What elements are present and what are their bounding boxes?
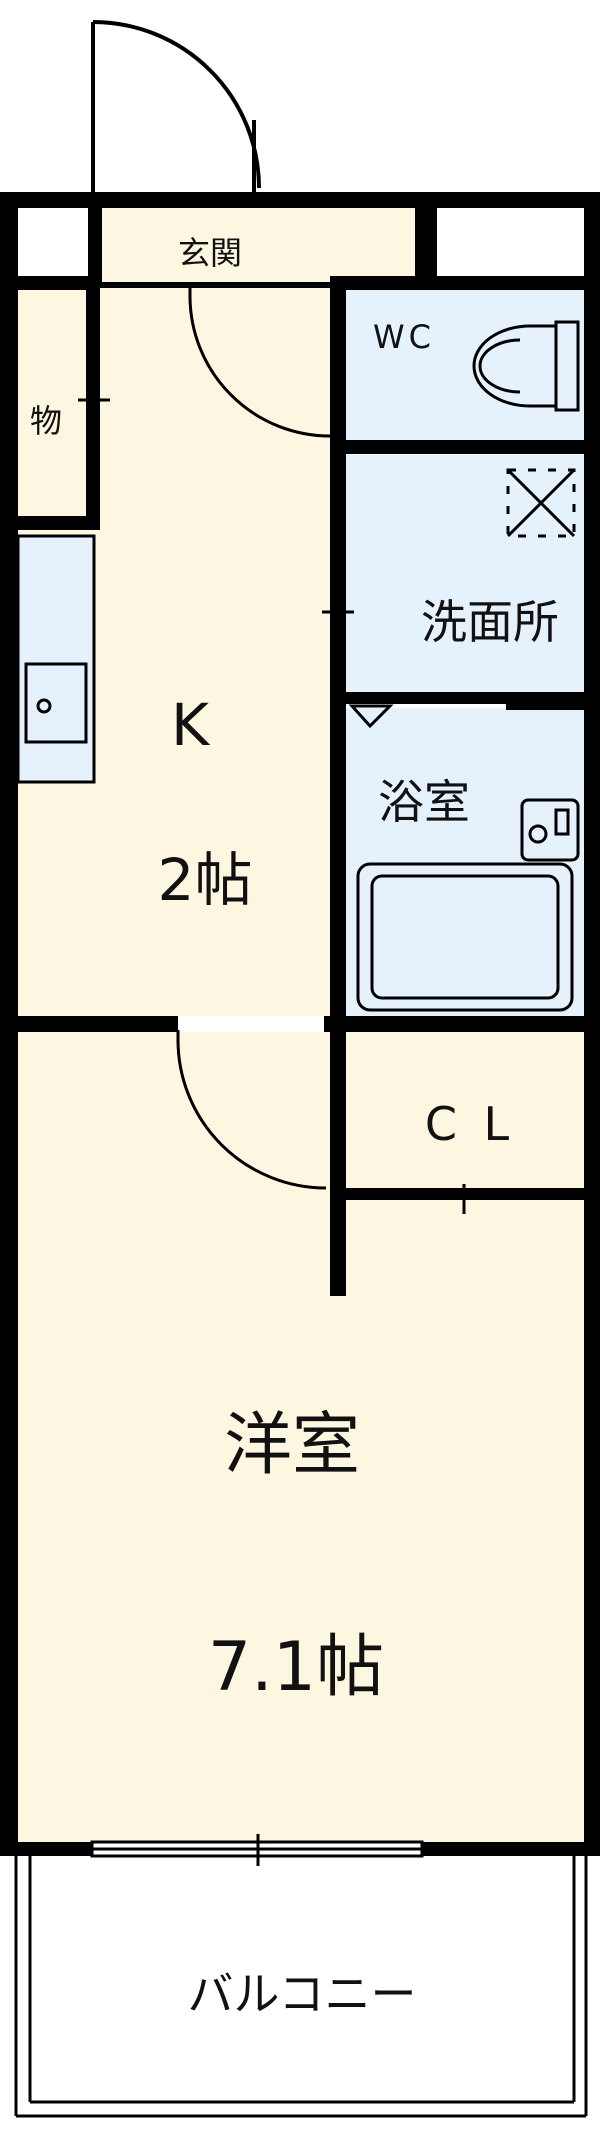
- bath-door-marker: [348, 704, 394, 729]
- washroom-floor: [346, 455, 584, 695]
- kitchen-name-label: K: [171, 691, 211, 759]
- storage-label: 物: [30, 402, 62, 440]
- genkan-door: [188, 288, 331, 438]
- closet-door: [352, 1184, 578, 1214]
- shower-icon: [520, 798, 580, 862]
- room-door: [176, 1030, 327, 1190]
- washroom-label: 洗面所: [421, 595, 559, 649]
- wc-label: WC: [373, 318, 435, 356]
- bathtub-icon: [356, 862, 574, 1012]
- balcony-window: [90, 1834, 424, 1866]
- balcony-label: バルコニー: [187, 1967, 416, 2021]
- western-room-size-label: 7.1帖: [208, 1628, 384, 1707]
- genkan-label: 玄関: [178, 234, 242, 272]
- storage-door: [78, 300, 110, 502]
- bath-label: 浴室: [378, 775, 470, 829]
- wc-floor: [346, 290, 584, 440]
- kitchen-size-label: 2帖: [158, 846, 253, 914]
- closet-label: C L: [425, 1097, 515, 1151]
- western-room-floor-ext: [18, 1182, 584, 1842]
- entrance-door: [91, 20, 261, 196]
- toilet-icon: [472, 320, 580, 412]
- genkan-floor: [100, 206, 416, 286]
- kitchen-counter: [16, 534, 96, 784]
- washroom-door: [322, 536, 354, 690]
- washer-space-icon: [506, 468, 576, 538]
- balcony: [14, 1856, 588, 2118]
- western-room-name-label: 洋室: [224, 1406, 360, 1485]
